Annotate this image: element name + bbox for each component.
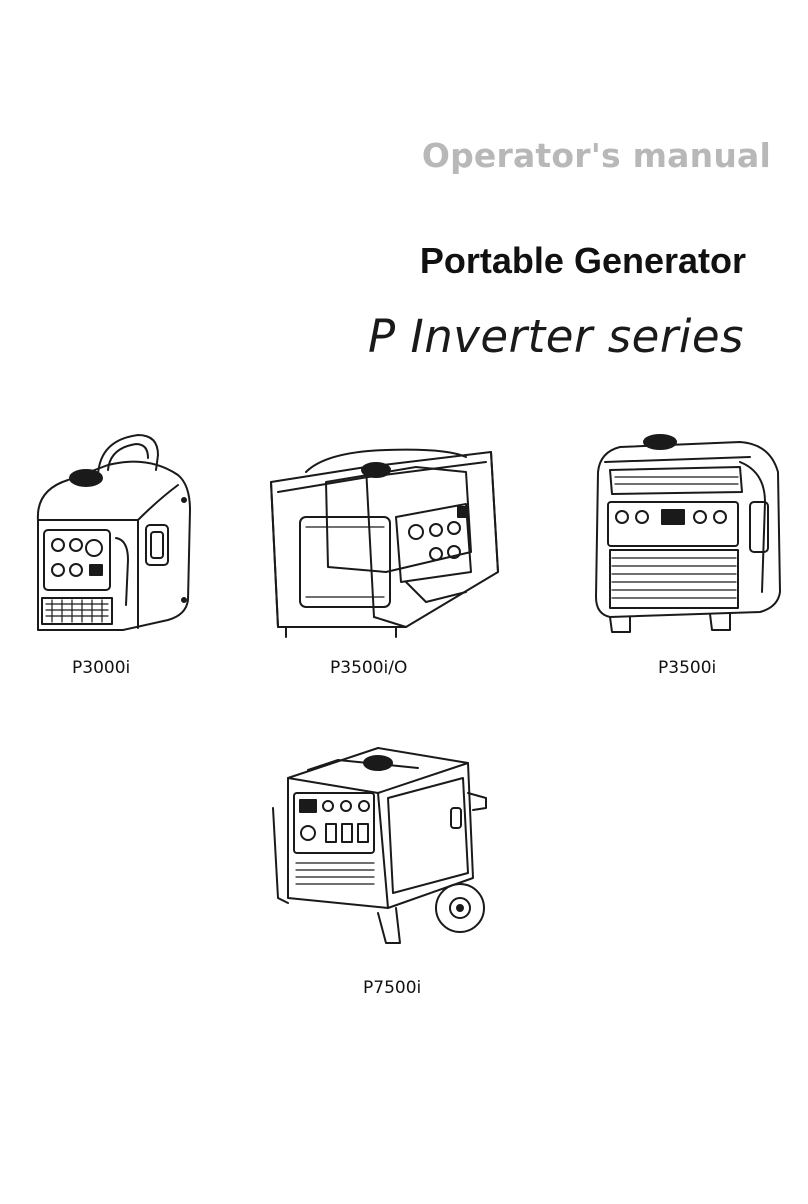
model-label-p7500i: P7500i [363, 978, 422, 998]
model-label-p3000i: P3000i [72, 658, 131, 678]
document-title: Portable Generator [419, 240, 746, 281]
p3500i-generator-illustration [590, 432, 785, 637]
model-label-p3500io: P3500i/O [330, 658, 408, 678]
p3000i-generator-illustration [28, 430, 193, 635]
p3500io-generator-illustration [266, 432, 506, 640]
model-label-p3500i: P3500i [658, 658, 717, 678]
p7500i-generator-illustration [268, 738, 490, 950]
operators-manual-label: Operator's manual [421, 136, 771, 175]
series-subtitle: P Inverter series [368, 310, 744, 363]
